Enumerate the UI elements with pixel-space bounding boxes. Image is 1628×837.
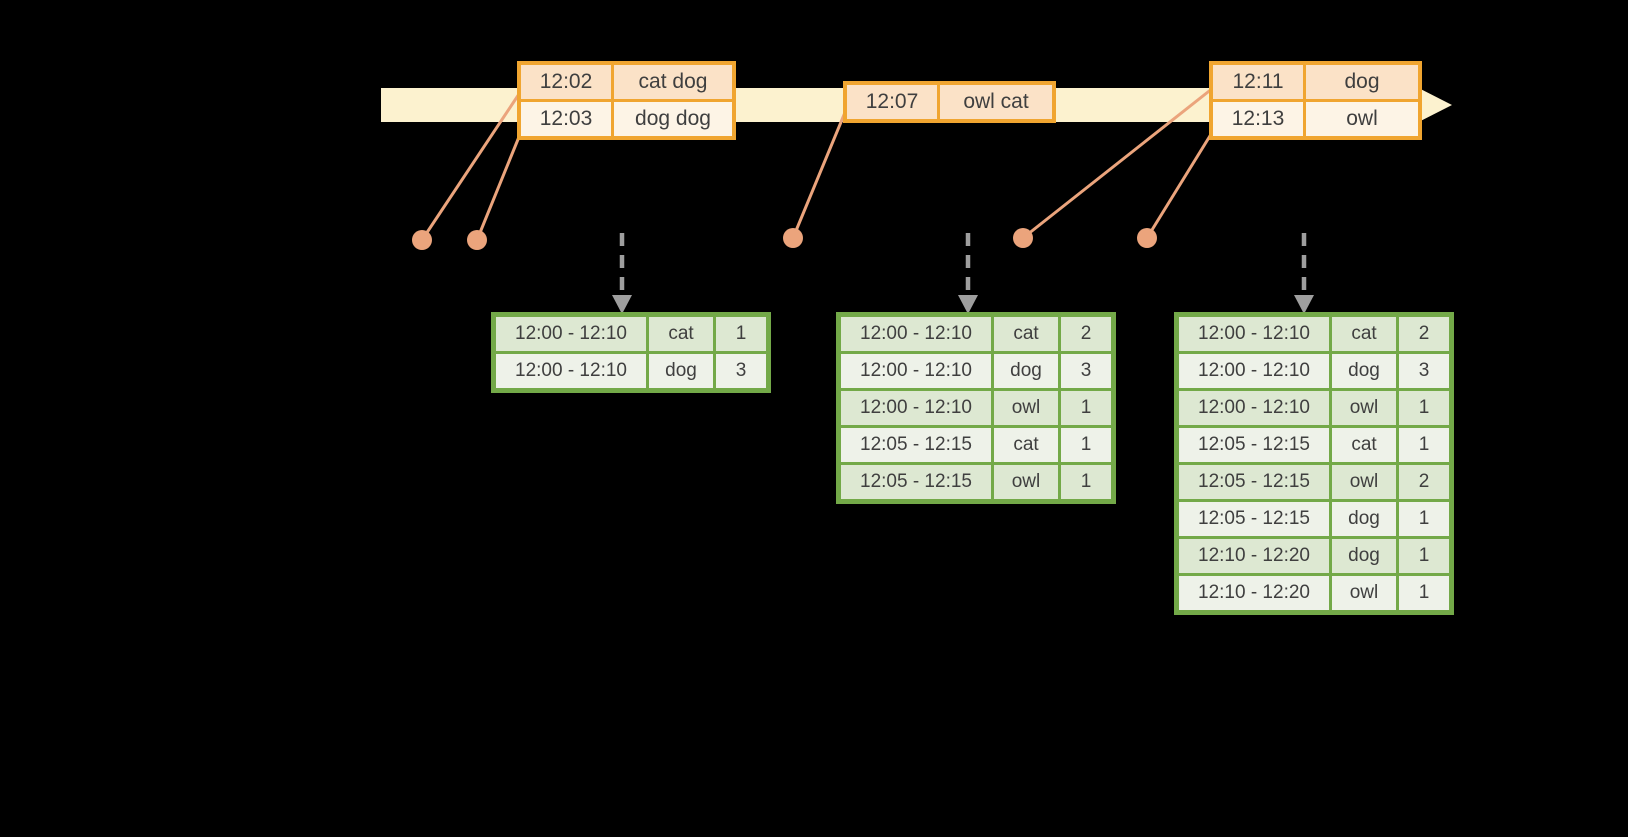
result-row: 12:05 - 12:15 cat 1: [1175, 425, 1453, 465]
result-row: 12:05 - 12:15 owl 2: [1175, 462, 1453, 502]
count-cell: 1: [1058, 425, 1115, 465]
result-row: 12:05 - 12:15 cat 1: [837, 425, 1115, 465]
window-cell: 12:10 - 12:20: [1175, 536, 1332, 576]
window-cell: 12:00 - 12:10: [1175, 313, 1332, 354]
count-cell: 3: [1058, 351, 1115, 391]
result-row: 12:00 - 12:10 owl 1: [1175, 388, 1453, 428]
result-row: 12:05 - 12:15 owl 1: [837, 462, 1115, 503]
window-cell: 12:00 - 12:10: [837, 313, 994, 354]
event-time-cell: 12:03: [517, 99, 614, 140]
word-cell: owl: [991, 388, 1061, 428]
count-cell: 1: [1396, 499, 1453, 539]
word-cell: dog: [991, 351, 1061, 391]
event-dot: [783, 228, 803, 248]
result-row: 12:00 - 12:10 dog 3: [837, 351, 1115, 391]
trigger-arrow-icon: [958, 233, 978, 314]
word-cell: dog: [1329, 536, 1399, 576]
window-cell: 12:05 - 12:15: [1175, 462, 1332, 502]
word-cell: dog: [1329, 499, 1399, 539]
window-cell: 12:05 - 12:15: [837, 462, 994, 503]
event-connector-line: [475, 131, 523, 241]
event-row: 12:03 dog dog: [517, 99, 736, 140]
event-connector-line: [1022, 86, 1214, 240]
count-cell: 1: [1396, 388, 1453, 428]
event-dot: [412, 230, 432, 250]
window-cell: 12:00 - 12:10: [492, 351, 649, 392]
result-row: 12:00 - 12:10 cat 2: [1175, 313, 1453, 354]
word-cell: dog: [1329, 351, 1399, 391]
word-cell: cat: [1329, 425, 1399, 465]
event-row: 12:07 owl cat: [843, 81, 1056, 123]
window-cell: 12:00 - 12:10: [1175, 388, 1332, 428]
result-row: 12:05 - 12:15 dog 1: [1175, 499, 1453, 539]
result-row: 12:00 - 12:10 cat 2: [837, 313, 1115, 354]
event-words-cell: dog dog: [611, 99, 736, 140]
event-time-cell: 12:11: [1209, 61, 1306, 102]
event-dot: [467, 230, 487, 250]
window-cell: 12:10 - 12:20: [1175, 573, 1332, 614]
event-dot: [1013, 228, 1033, 248]
count-cell: 2: [1396, 462, 1453, 502]
word-cell: cat: [991, 313, 1061, 354]
event-row: 12:02 cat dog: [517, 61, 736, 102]
result-row: 12:00 - 12:10 owl 1: [837, 388, 1115, 428]
result-table: 12:00 - 12:10 cat 1 12:00 - 12:10 dog 3: [491, 312, 771, 393]
event-table: 12:11 dog 12:13 owl: [1209, 61, 1422, 140]
count-cell: 1: [1058, 388, 1115, 428]
event-table: 12:02 cat dog 12:03 dog dog: [517, 61, 736, 140]
count-cell: 2: [1058, 313, 1115, 354]
count-cell: 2: [1396, 313, 1453, 354]
word-cell: owl: [991, 462, 1061, 503]
window-cell: 12:05 - 12:15: [1175, 425, 1332, 465]
word-cell: cat: [646, 313, 716, 354]
result-row: 12:00 - 12:10 dog 3: [1175, 351, 1453, 391]
event-connector-line: [791, 109, 848, 239]
count-cell: 1: [1396, 425, 1453, 465]
count-cell: 3: [713, 351, 770, 392]
count-cell: 1: [1058, 462, 1115, 503]
word-cell: dog: [646, 351, 716, 392]
result-table: 12:00 - 12:10 cat 2 12:00 - 12:10 dog 3 …: [1174, 312, 1454, 615]
result-row: 12:10 - 12:20 dog 1: [1175, 536, 1453, 576]
event-table: 12:07 owl cat: [843, 81, 1056, 123]
word-cell: owl: [1329, 388, 1399, 428]
result-row: 12:00 - 12:10 cat 1: [492, 313, 770, 354]
window-cell: 12:00 - 12:10: [1175, 351, 1332, 391]
result-row: 12:00 - 12:10 dog 3: [492, 351, 770, 392]
window-cell: 12:00 - 12:10: [492, 313, 649, 354]
event-words-cell: owl cat: [937, 81, 1056, 123]
result-row: 12:10 - 12:20 owl 1: [1175, 573, 1453, 614]
trigger-arrow-icon: [612, 233, 632, 314]
event-time-cell: 12:13: [1209, 99, 1306, 140]
window-cell: 12:05 - 12:15: [837, 425, 994, 465]
event-connector-line: [420, 90, 523, 241]
window-cell: 12:05 - 12:15: [1175, 499, 1332, 539]
window-cell: 12:00 - 12:10: [837, 351, 994, 391]
word-cell: cat: [991, 425, 1061, 465]
event-time-cell: 12:07: [843, 81, 940, 123]
event-words-cell: owl: [1303, 99, 1422, 140]
event-row: 12:11 dog: [1209, 61, 1422, 102]
result-table: 12:00 - 12:10 cat 2 12:00 - 12:10 dog 3 …: [836, 312, 1116, 504]
count-cell: 1: [1396, 573, 1453, 614]
word-cell: cat: [1329, 313, 1399, 354]
count-cell: 3: [1396, 351, 1453, 391]
count-cell: 1: [1396, 536, 1453, 576]
count-cell: 1: [713, 313, 770, 354]
trigger-arrow-icon: [1294, 233, 1314, 314]
word-cell: owl: [1329, 573, 1399, 614]
event-time-cell: 12:02: [517, 61, 614, 102]
window-cell: 12:00 - 12:10: [837, 388, 994, 428]
event-connector-line: [1145, 130, 1215, 239]
event-words-cell: dog: [1303, 61, 1422, 102]
event-words-cell: cat dog: [611, 61, 736, 102]
event-row: 12:13 owl: [1209, 99, 1422, 140]
event-dot: [1137, 228, 1157, 248]
word-cell: owl: [1329, 462, 1399, 502]
